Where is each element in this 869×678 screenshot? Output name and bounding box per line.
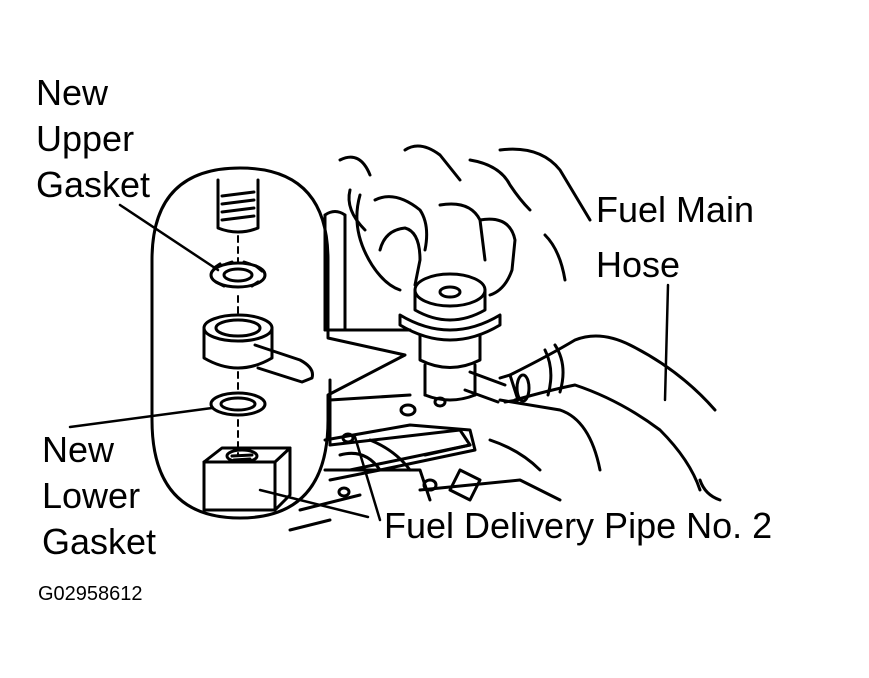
engine-block-outline — [288, 155, 722, 532]
leader-upper-gasket — [118, 203, 220, 272]
inset-parts — [202, 178, 314, 512]
figure-code: G02958612 — [38, 583, 143, 605]
lower-gasket-line-3: Gasket — [42, 521, 157, 562]
regulator-drawing — [398, 272, 507, 404]
inset-frame — [150, 166, 407, 520]
lower-gasket-line-1: New — [42, 429, 115, 470]
upper-gasket-line-1: New — [36, 72, 109, 113]
fuel-main-hose-line-1: Fuel Main — [596, 189, 755, 230]
upper-gasket-line-2: Upper — [36, 118, 135, 159]
hand-drawing — [355, 144, 592, 297]
lower-gasket-label: New Lower Gasket — [42, 427, 156, 565]
upper-gasket-line-3: Gasket — [36, 164, 151, 205]
delivery-pipe-label: Fuel Delivery Pipe No. 2 — [384, 505, 773, 546]
fuel-main-hose-line-2: Hose — [596, 244, 681, 285]
leader-lower-gasket — [68, 406, 214, 429]
leader-lines — [68, 203, 670, 522]
upper-gasket-label: New Upper Gasket — [36, 70, 150, 208]
leader-fuel-main-hose — [663, 283, 670, 402]
fuel-delivery-pipe-drawing — [323, 423, 477, 482]
fuel-main-hose-label: Fuel Main Hose — [596, 182, 754, 292]
leader-delivery-pipe-inset — [258, 488, 370, 519]
lower-gasket-line-2: Lower — [42, 475, 141, 516]
fuel-main-hose-drawing — [498, 334, 717, 492]
leader-delivery-pipe-main — [353, 435, 382, 522]
